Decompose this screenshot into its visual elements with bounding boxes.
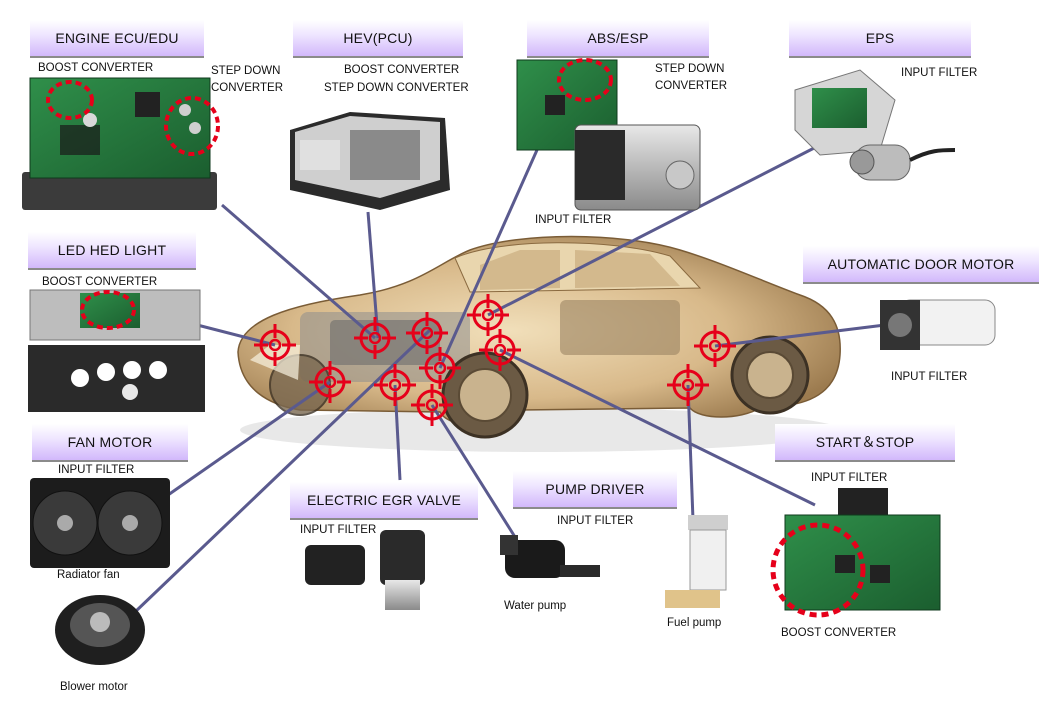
connector-lines	[133, 143, 886, 614]
egr-valve-title: ELECTRIC EGR VALVE	[290, 482, 478, 520]
led-headlight-image	[28, 289, 205, 412]
hev-title: HEV(PCU)	[293, 20, 463, 58]
door-motor-title: AUTOMATIC DOOR MOTOR	[803, 246, 1039, 284]
abs-input-filter-label: INPUT FILTER	[535, 214, 612, 226]
egr-input-filter-label: INPUT FILTER	[300, 524, 377, 536]
fan-input-filter-label: INPUT FILTER	[58, 464, 135, 476]
blower-motor-label: Blower motor	[60, 681, 128, 693]
water-pump-image	[500, 535, 600, 578]
fuel-pump-label: Fuel pump	[667, 617, 722, 629]
start-stop-image	[770, 488, 941, 618]
engine-stepdown-label-1: STEP DOWN	[211, 65, 281, 77]
startstop-boost-label: BOOST CONVERTER	[781, 627, 897, 639]
fuel-pump-image	[665, 515, 728, 608]
startstop-input-filter-label: INPUT FILTER	[811, 472, 888, 484]
led-boost-label: BOOST CONVERTER	[42, 276, 158, 288]
pump-driver-title: PUMP DRIVER	[513, 471, 677, 509]
engine-ecu-title: ENGINE ECU/EDU	[30, 20, 204, 58]
abs-stepdown-label-1: STEP DOWN	[655, 63, 725, 75]
engine-boost-label: BOOST CONVERTER	[38, 62, 154, 74]
abs-stepdown-label-2: CONVERTER	[655, 80, 727, 92]
radiator-fan-image	[30, 478, 170, 568]
engine-ecu-image	[22, 77, 220, 210]
eps-image	[794, 69, 956, 181]
door-input-filter-label: INPUT FILTER	[891, 371, 968, 383]
engine-stepdown-label-2: CONVERTER	[211, 82, 283, 94]
blower-motor-image	[55, 595, 145, 665]
radiator-fan-label: Radiator fan	[57, 569, 120, 581]
fan-motor-title: FAN MOTOR	[32, 424, 188, 462]
car-illustration	[237, 235, 841, 452]
eps-title: EPS	[789, 20, 971, 58]
abs-esp-title: ABS/ESP	[527, 20, 709, 58]
eps-input-filter-label: INPUT FILTER	[901, 67, 978, 79]
abs-esp-image	[516, 58, 701, 211]
hev-stepdown-label: STEP DOWN CONVERTER	[324, 82, 469, 94]
water-pump-label: Water pump	[504, 600, 567, 612]
pump-input-filter-label: INPUT FILTER	[557, 515, 634, 527]
led-headlight-title: LED HED LIGHT	[28, 232, 196, 270]
door-motor-image	[880, 299, 996, 350]
hev-boost-label: BOOST CONVERTER	[344, 64, 460, 76]
egr-valve-image	[305, 530, 425, 610]
start-stop-title: START＆STOP	[775, 424, 955, 462]
hev-pcu-image	[290, 112, 450, 210]
